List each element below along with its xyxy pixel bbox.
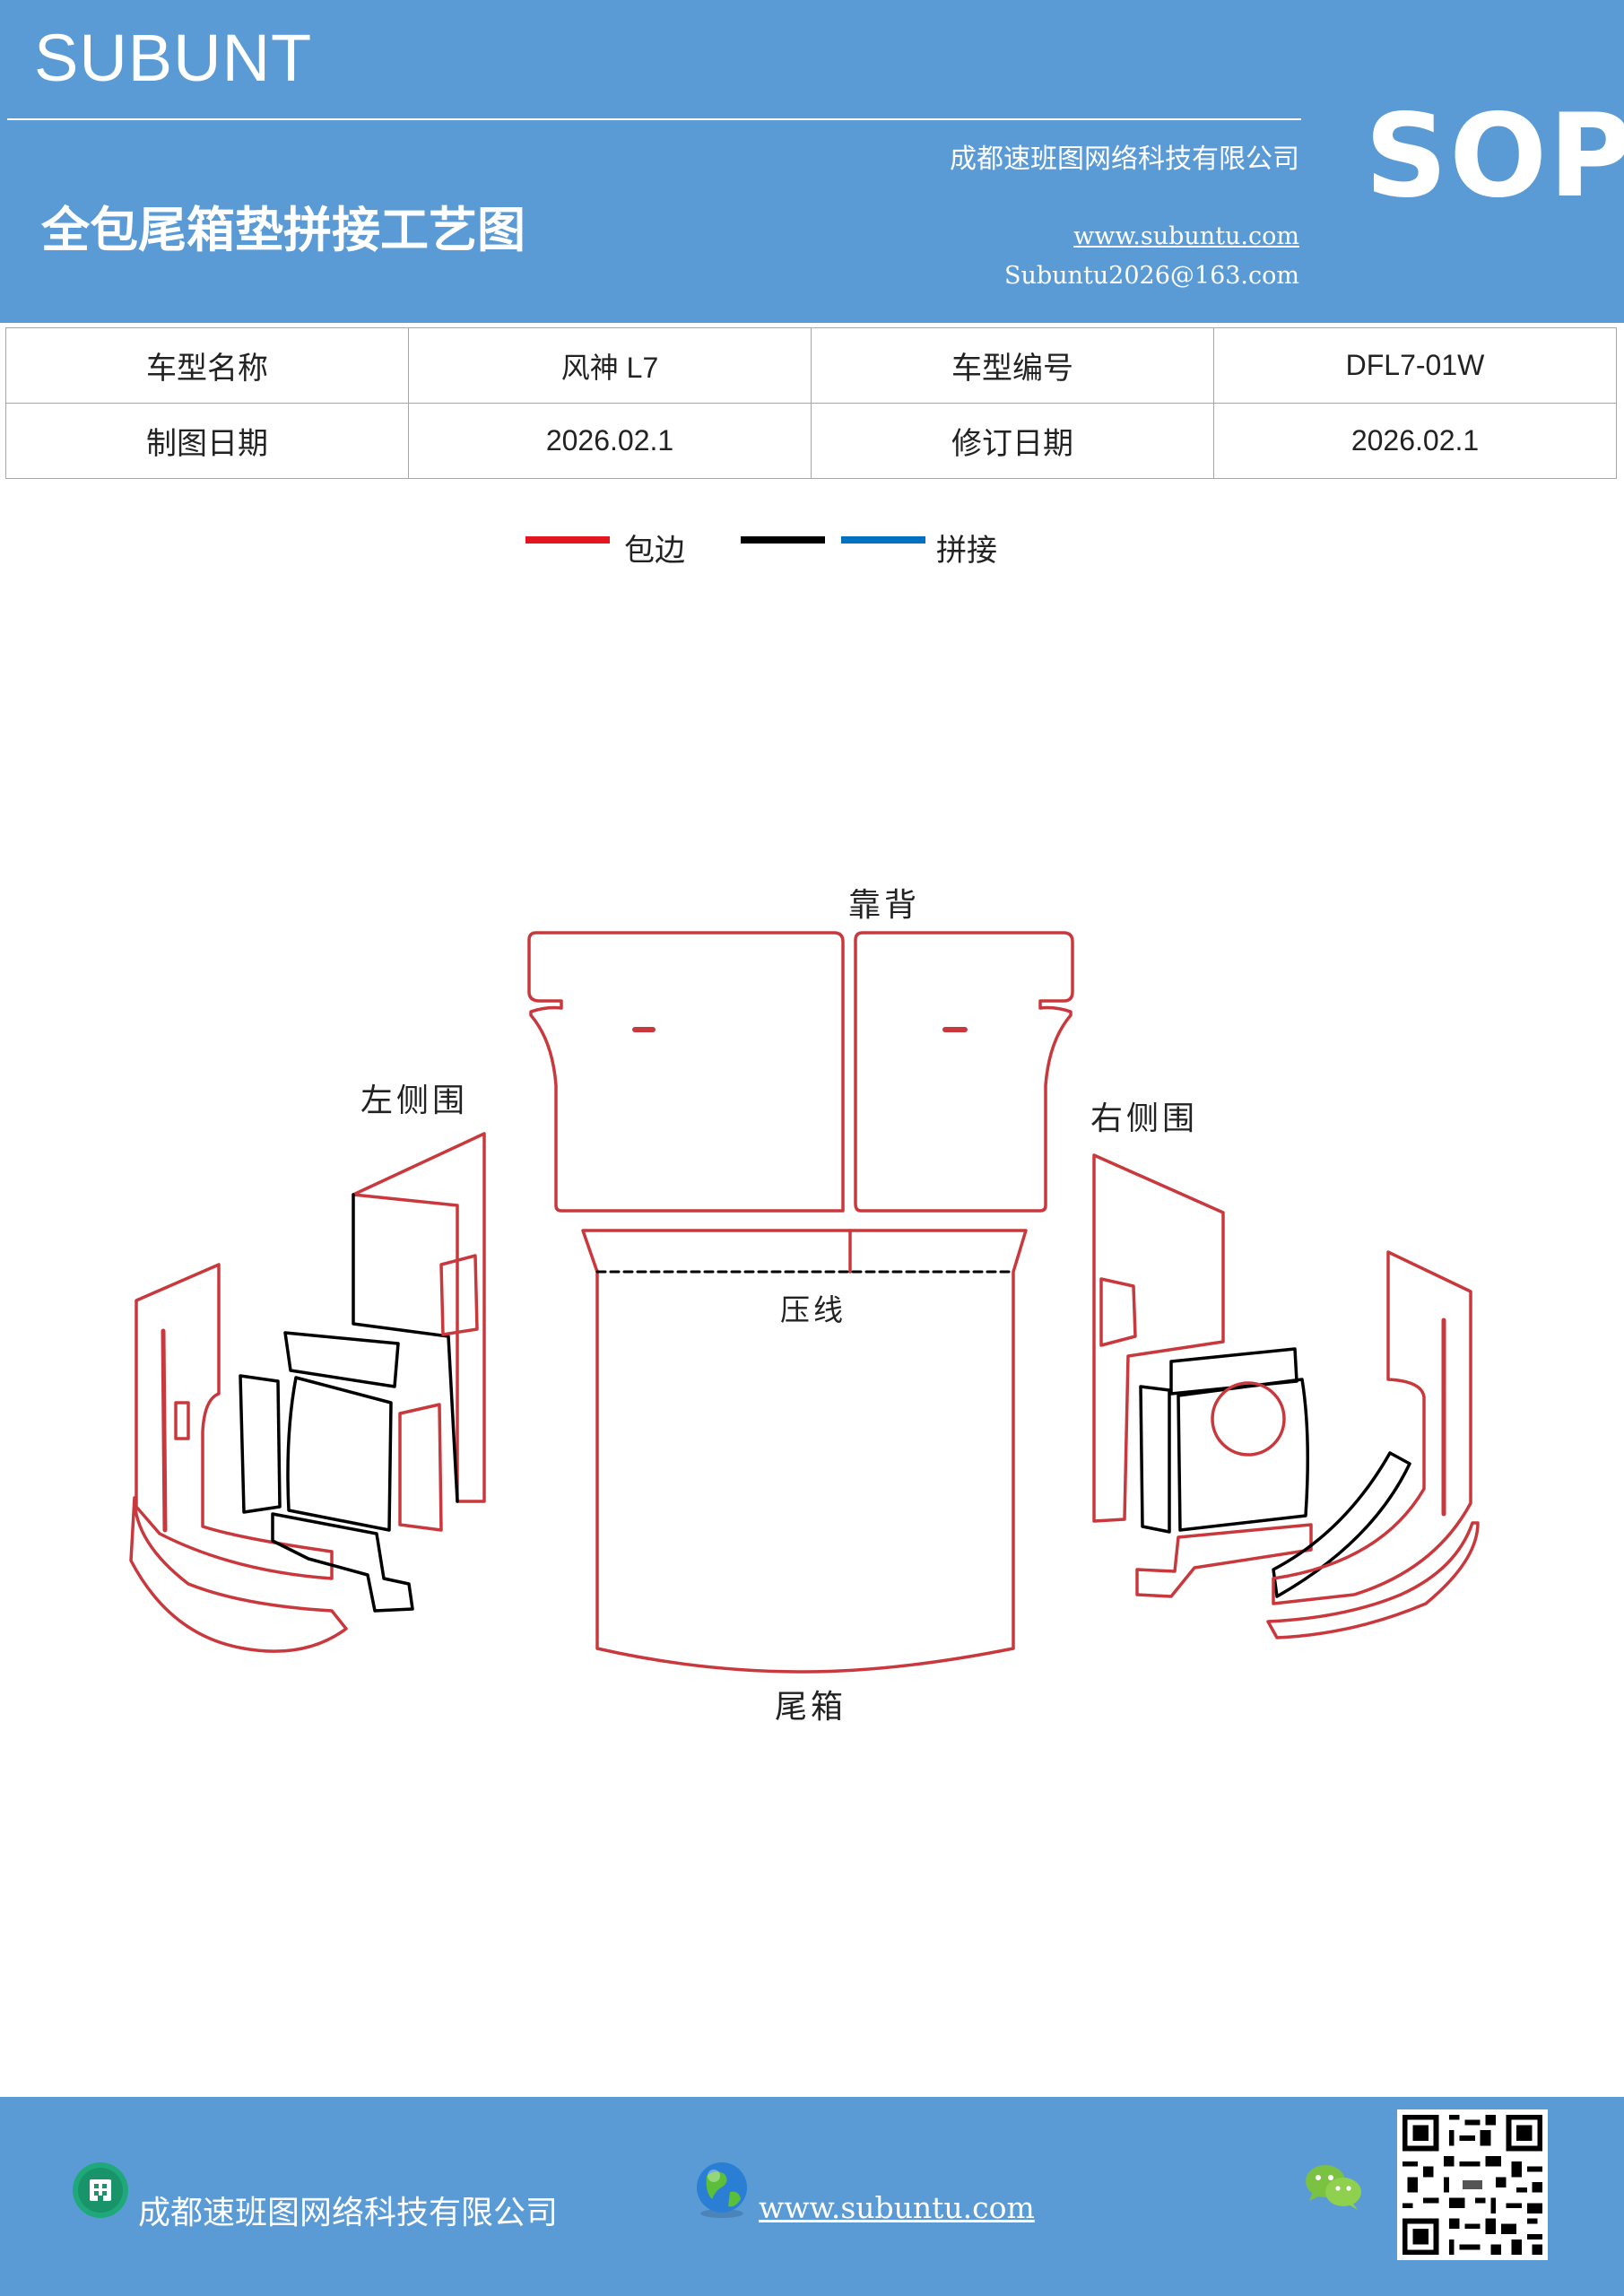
- footer-company-name: 成都速班图网络科技有限公司: [138, 2195, 559, 2231]
- right-side-upper-panel: [1092, 1153, 1225, 1523]
- document-title: 全包尾箱垫拼接工艺图: [41, 202, 525, 258]
- right-inner-box: [1177, 1378, 1309, 1532]
- trunk-floor-panel: [581, 1229, 1028, 1674]
- right-inner-flap: [1139, 1385, 1171, 1534]
- table-cell: 2026.02.1: [408, 403, 812, 479]
- left-side-upper-black: [352, 1193, 459, 1503]
- legend-swatch-splice: [841, 536, 925, 544]
- right-lower-curve: [1266, 1521, 1480, 1639]
- qr-code[interactable]: [1397, 2109, 1548, 2260]
- left-side-slot-b: [174, 1401, 190, 1440]
- header-company-name: 成都速班图网络科技有限公司: [950, 144, 1299, 175]
- cutting-diagram: [129, 931, 1480, 1674]
- label-right-side: 右侧围: [1090, 1100, 1199, 1137]
- left-inner-flap: [239, 1374, 282, 1514]
- header-banner: SUBUNT 成都速班图网络科技有限公司 全包尾箱垫拼接工艺图 www.subu…: [0, 0, 1624, 323]
- backrest-right-panel: [854, 931, 1074, 1213]
- header-email[interactable]: Subuntu2026@163.com: [1004, 262, 1299, 290]
- legend-label-binding: 包边: [624, 533, 685, 569]
- legend-label-splice: 拼接: [936, 533, 997, 569]
- left-side-outer-panel: [135, 1263, 334, 1580]
- building-icon: [73, 2162, 128, 2218]
- globe-icon: [697, 2162, 747, 2218]
- table-cell: 2026.02.1: [1213, 403, 1617, 479]
- left-inner-box: [286, 1376, 393, 1532]
- left-wheel-arch: [283, 1331, 400, 1388]
- footer-website-link[interactable]: www.subuntu.com: [759, 2190, 1035, 2225]
- legend-swatch-black: [741, 536, 825, 544]
- table-cell: 制图日期: [5, 403, 409, 479]
- footer-banner: 成都速班图网络科技有限公司 www.subuntu.com: [0, 2097, 1624, 2296]
- table-cell: 修订日期: [811, 403, 1214, 479]
- label-left-side: 左侧围: [360, 1083, 469, 1119]
- left-inner-side: [398, 1403, 443, 1532]
- table-row: 制图日期 2026.02.1 修订日期 2026.02.1: [5, 403, 1617, 479]
- legend-swatch-binding: [525, 536, 610, 544]
- right-wheel-circle: [1211, 1381, 1286, 1457]
- sop-badge: SOP: [1365, 90, 1624, 223]
- right-lower-bracket: [1135, 1523, 1313, 1598]
- left-lower-bracket: [271, 1512, 414, 1613]
- table-cell: 风神 L7: [408, 327, 812, 404]
- line-legend: 包边 拼接: [0, 520, 1624, 574]
- header-website-link[interactable]: www.subuntu.com: [1073, 222, 1299, 250]
- header-divider: [7, 118, 1301, 120]
- vehicle-info-table: 车型名称 风神 L7 车型编号 DFL7-01W 制图日期 2026.02.1 …: [5, 327, 1617, 479]
- left-side-slot-a: [439, 1254, 479, 1336]
- right-side-outer-panel: [1272, 1250, 1472, 1605]
- label-backrest: 靠背: [848, 887, 921, 924]
- table-cell: 车型名称: [5, 327, 409, 404]
- table-cell: DFL7-01W: [1213, 327, 1617, 404]
- left-side-strip: [161, 1328, 168, 1533]
- table-row: 车型名称 风神 L7 车型编号 DFL7-01W: [5, 327, 1617, 404]
- label-crease: 压线: [780, 1292, 847, 1327]
- left-lower-curve: [129, 1496, 348, 1653]
- wechat-icon: [1306, 2165, 1361, 2210]
- brand-name: SUBUNT: [34, 21, 313, 95]
- label-trunk: 尾箱: [775, 1689, 847, 1726]
- left-side-upper-panel: [352, 1132, 486, 1503]
- backrest-left-panel: [527, 931, 845, 1213]
- right-side-slot-a: [1099, 1277, 1137, 1347]
- table-cell: 车型编号: [811, 327, 1214, 404]
